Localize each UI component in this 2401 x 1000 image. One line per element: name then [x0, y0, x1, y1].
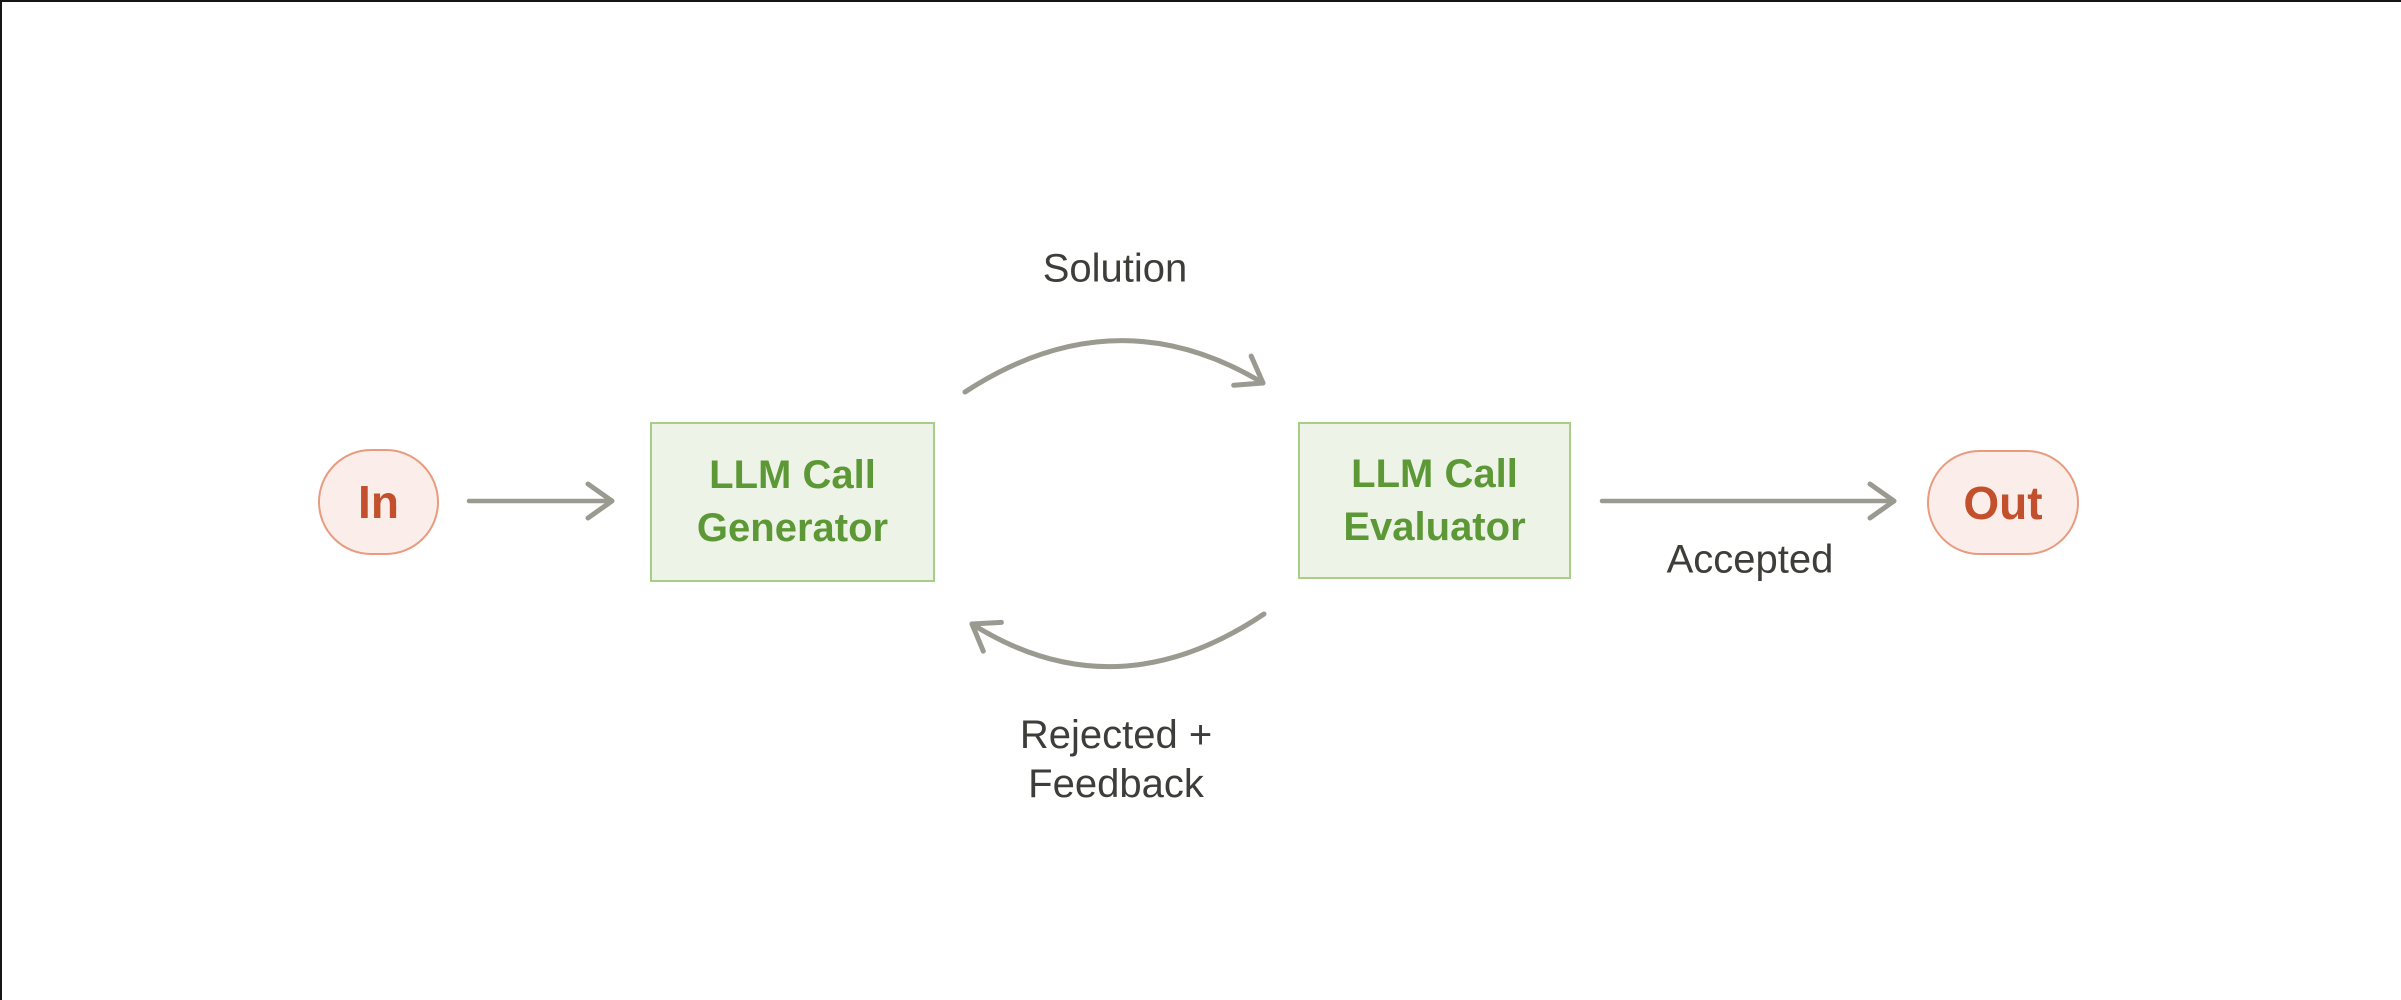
evaluator-node-label-line1: LLM Call — [1351, 451, 1518, 496]
generator-node-label-line2: Generator — [696, 506, 889, 550]
output-node-label: Out — [1963, 476, 2043, 529]
output-node: Out — [1927, 450, 2079, 555]
input-node: In — [318, 449, 439, 555]
rejected-feedback-line2: Feedback — [1028, 762, 1204, 806]
evaluator-node: LLM Call Evaluator — [1298, 422, 1571, 579]
generator-node: LLM Call Generator — [650, 422, 935, 582]
accepted-edge-label: Accepted — [1666, 537, 1834, 582]
arrow-solution-curve — [962, 338, 1266, 395]
evaluator-node-label-line2: Evaluator — [1343, 504, 1526, 549]
generator-node-label-line1: LLM Call — [709, 453, 876, 497]
arrow-rejected-curve — [969, 611, 1267, 670]
rejected-feedback-line1: Rejected + — [1019, 713, 1213, 757]
rejected-feedback-edge-label: Rejected + Feedback — [1020, 711, 1212, 809]
solution-edge-label: Solution — [1042, 246, 1188, 291]
input-node-label: In — [358, 476, 399, 528]
